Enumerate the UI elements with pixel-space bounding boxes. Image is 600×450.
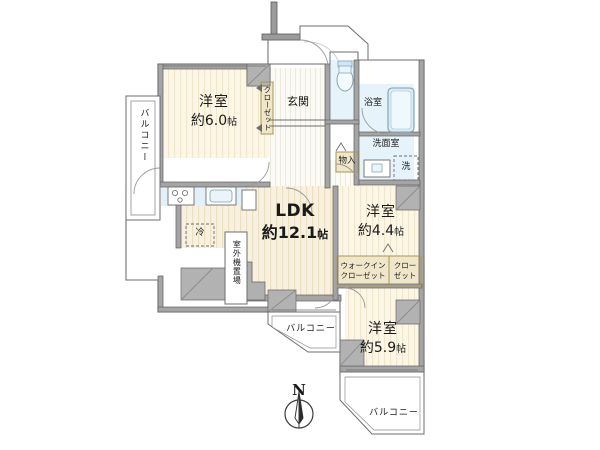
closet-label-bedroom-line1: クロー (393, 261, 417, 270)
fixture-label-storage: 物入 (338, 156, 356, 166)
stove-fixture (167, 186, 195, 206)
closet-fill-wic (337, 256, 389, 286)
room-label-ldk-area: 約12.1帖 (261, 223, 329, 242)
closet-label-bedroom-line2: ゼット (393, 271, 417, 280)
closet-label-entry: クローゼット (262, 86, 272, 131)
sink-fixture (205, 186, 237, 206)
area-unit-bedroom-south: 帖 (396, 344, 407, 355)
area-value-ldk: 約12.1 (261, 223, 318, 242)
balcony-southeast (339, 371, 425, 435)
balcony-label-southeast: バルコニー (369, 408, 419, 418)
outdoor-unit-space (224, 231, 248, 305)
entry-vestibule (267, 25, 369, 65)
windows (159, 65, 425, 371)
washbasin-fixture (363, 159, 391, 178)
closet-fill-bedroom (389, 256, 421, 286)
room-label-bedroom-south-area: 約5.9帖 (360, 341, 406, 356)
balcony-label-south: バルコニー (286, 324, 336, 334)
closet-label-wic-line1: ウォークイン (340, 261, 386, 270)
bathtub-fixture (387, 87, 415, 133)
closet-label-wic-line2: クローゼット (340, 271, 386, 280)
room-fill-entrance-corridor (269, 68, 357, 186)
area-unit-bedroom-east: 帖 (394, 227, 405, 238)
room-label-bathroom: 浴室 (363, 98, 383, 108)
fixture-label-washer: 洗 (401, 162, 411, 172)
closet-boxes (260, 81, 422, 287)
outdoor-unit-space-label: 室外機置場 (232, 240, 242, 285)
room-label-bedroom-north-name: 洋室 (199, 94, 229, 110)
door-swings (244, 161, 366, 309)
area-unit-ldk: 帖 (317, 228, 329, 241)
balcony-label-west: バルコニー (138, 108, 149, 163)
counter-box (241, 189, 257, 211)
room-label-bedroom-east-area: 約4.4帖 (358, 224, 404, 239)
sliding-doors (269, 119, 325, 127)
room-label-bedroom-north-area: 約6.0帖 (191, 114, 237, 129)
closet-arrows (256, 84, 394, 253)
area-value-bedroom-north: 約6.0 (190, 113, 228, 129)
balcony-south (267, 311, 341, 353)
storage-fill (336, 152, 358, 172)
toilet-fixture (336, 60, 354, 92)
closet-fill-entry (261, 82, 273, 134)
door-swing-bathroom (361, 107, 389, 135)
room-label-bedroom-south-name: 洋室 (368, 321, 398, 337)
entry-door-swings (299, 39, 339, 69)
room-label-ldk-name: LDK (275, 201, 315, 221)
fixture-label-refrigerator: 冷 (195, 228, 205, 238)
area-value-bedroom-south: 約5.9 (359, 340, 397, 356)
area-value-bedroom-east: 約4.4 (357, 223, 395, 239)
area-unit-bedroom-north: 帖 (227, 117, 238, 128)
room-label-bedroom-east-name: 洋室 (366, 204, 396, 220)
room-label-entrance: 玄関 (287, 95, 309, 108)
washer-slot (393, 155, 419, 181)
room-label-washroom: 洗面室 (372, 139, 400, 149)
column-hatch (180, 63, 421, 367)
door-swing-balcony-west (133, 167, 161, 195)
compass-label-north: N (292, 381, 306, 399)
compass-rose (284, 390, 314, 429)
